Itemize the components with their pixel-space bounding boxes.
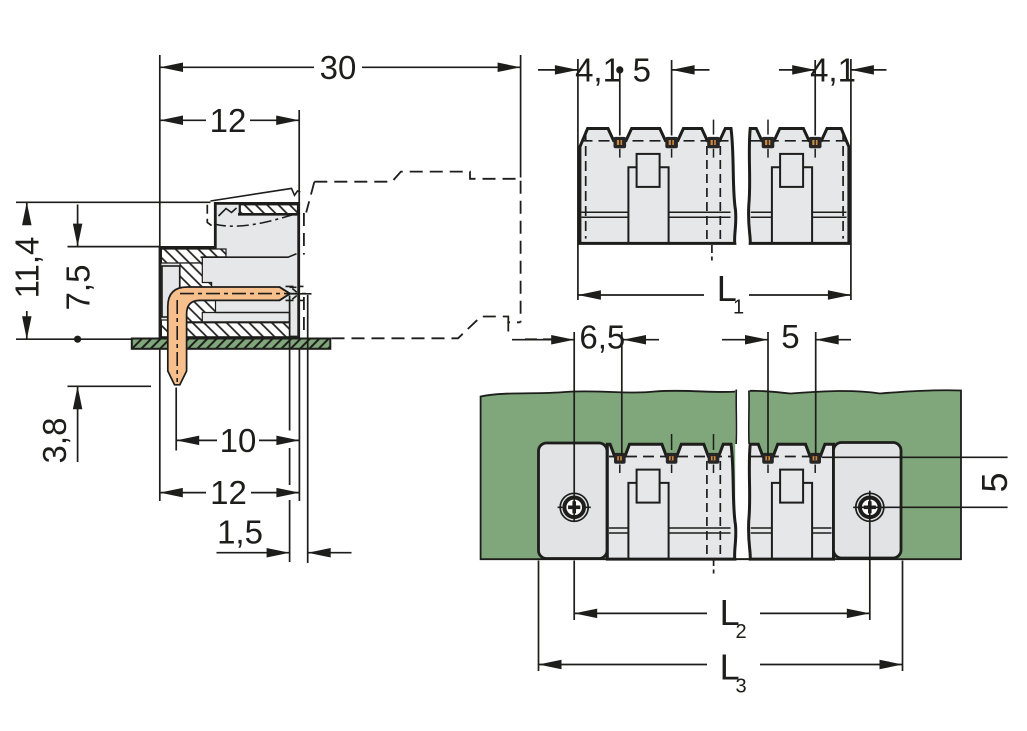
svg-text:30: 30 bbox=[320, 49, 357, 86]
svg-text:5: 5 bbox=[781, 318, 799, 355]
svg-text:10: 10 bbox=[220, 422, 257, 459]
svg-text:7,5: 7,5 bbox=[60, 265, 97, 311]
svg-text:3: 3 bbox=[736, 676, 747, 698]
svg-text:2: 2 bbox=[736, 621, 747, 643]
svg-text:1,5: 1,5 bbox=[217, 514, 263, 551]
svg-text:L: L bbox=[720, 592, 740, 633]
svg-text:6,5: 6,5 bbox=[579, 319, 625, 356]
svg-text:12: 12 bbox=[210, 474, 247, 511]
svg-text:L: L bbox=[717, 268, 737, 309]
svg-text:5: 5 bbox=[974, 472, 1015, 492]
svg-text:L: L bbox=[720, 647, 740, 688]
svg-text:12: 12 bbox=[210, 102, 247, 139]
svg-text:1: 1 bbox=[733, 297, 744, 319]
svg-text:5: 5 bbox=[633, 52, 651, 89]
svg-text:3,8: 3,8 bbox=[36, 418, 73, 464]
svg-text:4,1: 4,1 bbox=[575, 52, 621, 89]
svg-text:4,1: 4,1 bbox=[810, 52, 856, 89]
svg-text:11,4: 11,4 bbox=[9, 237, 46, 299]
